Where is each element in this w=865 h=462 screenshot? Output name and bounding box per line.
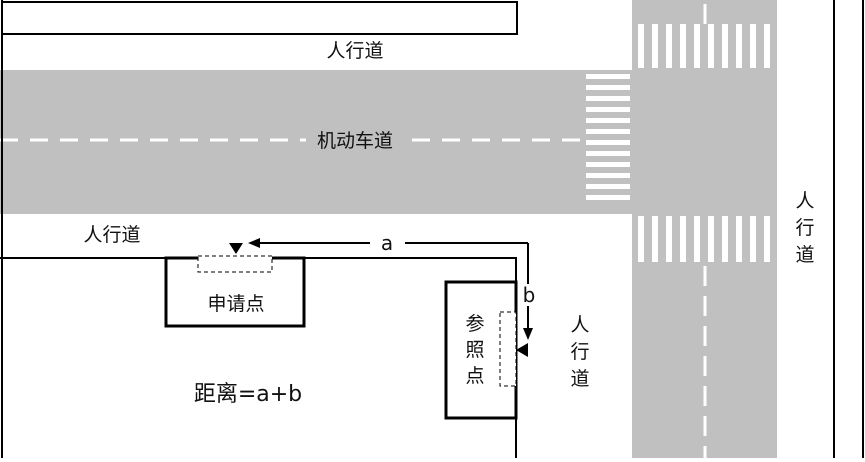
reference-point-char-1: 参 bbox=[465, 313, 484, 335]
zebra-crossing-north bbox=[638, 24, 770, 68]
distance-formula: 距离=a+b bbox=[194, 382, 302, 407]
road-label: 机动车道 bbox=[317, 130, 393, 152]
sidewalk-mid-char-1: 人 bbox=[570, 314, 589, 336]
sidewalk-mid-char-2: 行 bbox=[570, 341, 589, 363]
distance-a-arrowhead bbox=[248, 238, 260, 248]
sidewalk-right-char-1: 人 bbox=[795, 190, 814, 212]
zebra-crossing-south bbox=[638, 216, 770, 262]
road-label-bg bbox=[306, 125, 404, 155]
reference-point-marker bbox=[516, 343, 528, 357]
apply-point-door bbox=[197, 255, 273, 273]
zebra-crossing-west bbox=[586, 74, 630, 200]
sidewalk-right-char-2: 行 bbox=[795, 217, 814, 239]
distance-b-arrowhead bbox=[523, 328, 533, 340]
apply-point-marker bbox=[229, 243, 243, 254]
sidewalk-right-char-3: 道 bbox=[795, 244, 814, 266]
sidewalk-top-label: 人行道 bbox=[326, 40, 383, 62]
distance-b-label: b bbox=[523, 283, 536, 307]
top-building-outline bbox=[2, 1, 518, 35]
reference-point-char-3: 点 bbox=[465, 365, 484, 387]
sidewalk-mid-char-3: 道 bbox=[570, 368, 589, 390]
sidewalk-left-label: 人行道 bbox=[83, 224, 140, 246]
distance-a-label: a bbox=[381, 231, 393, 255]
reference-point-door bbox=[499, 311, 517, 387]
apply-point-label: 申请点 bbox=[207, 293, 264, 315]
reference-point-char-2: 照 bbox=[465, 339, 484, 361]
